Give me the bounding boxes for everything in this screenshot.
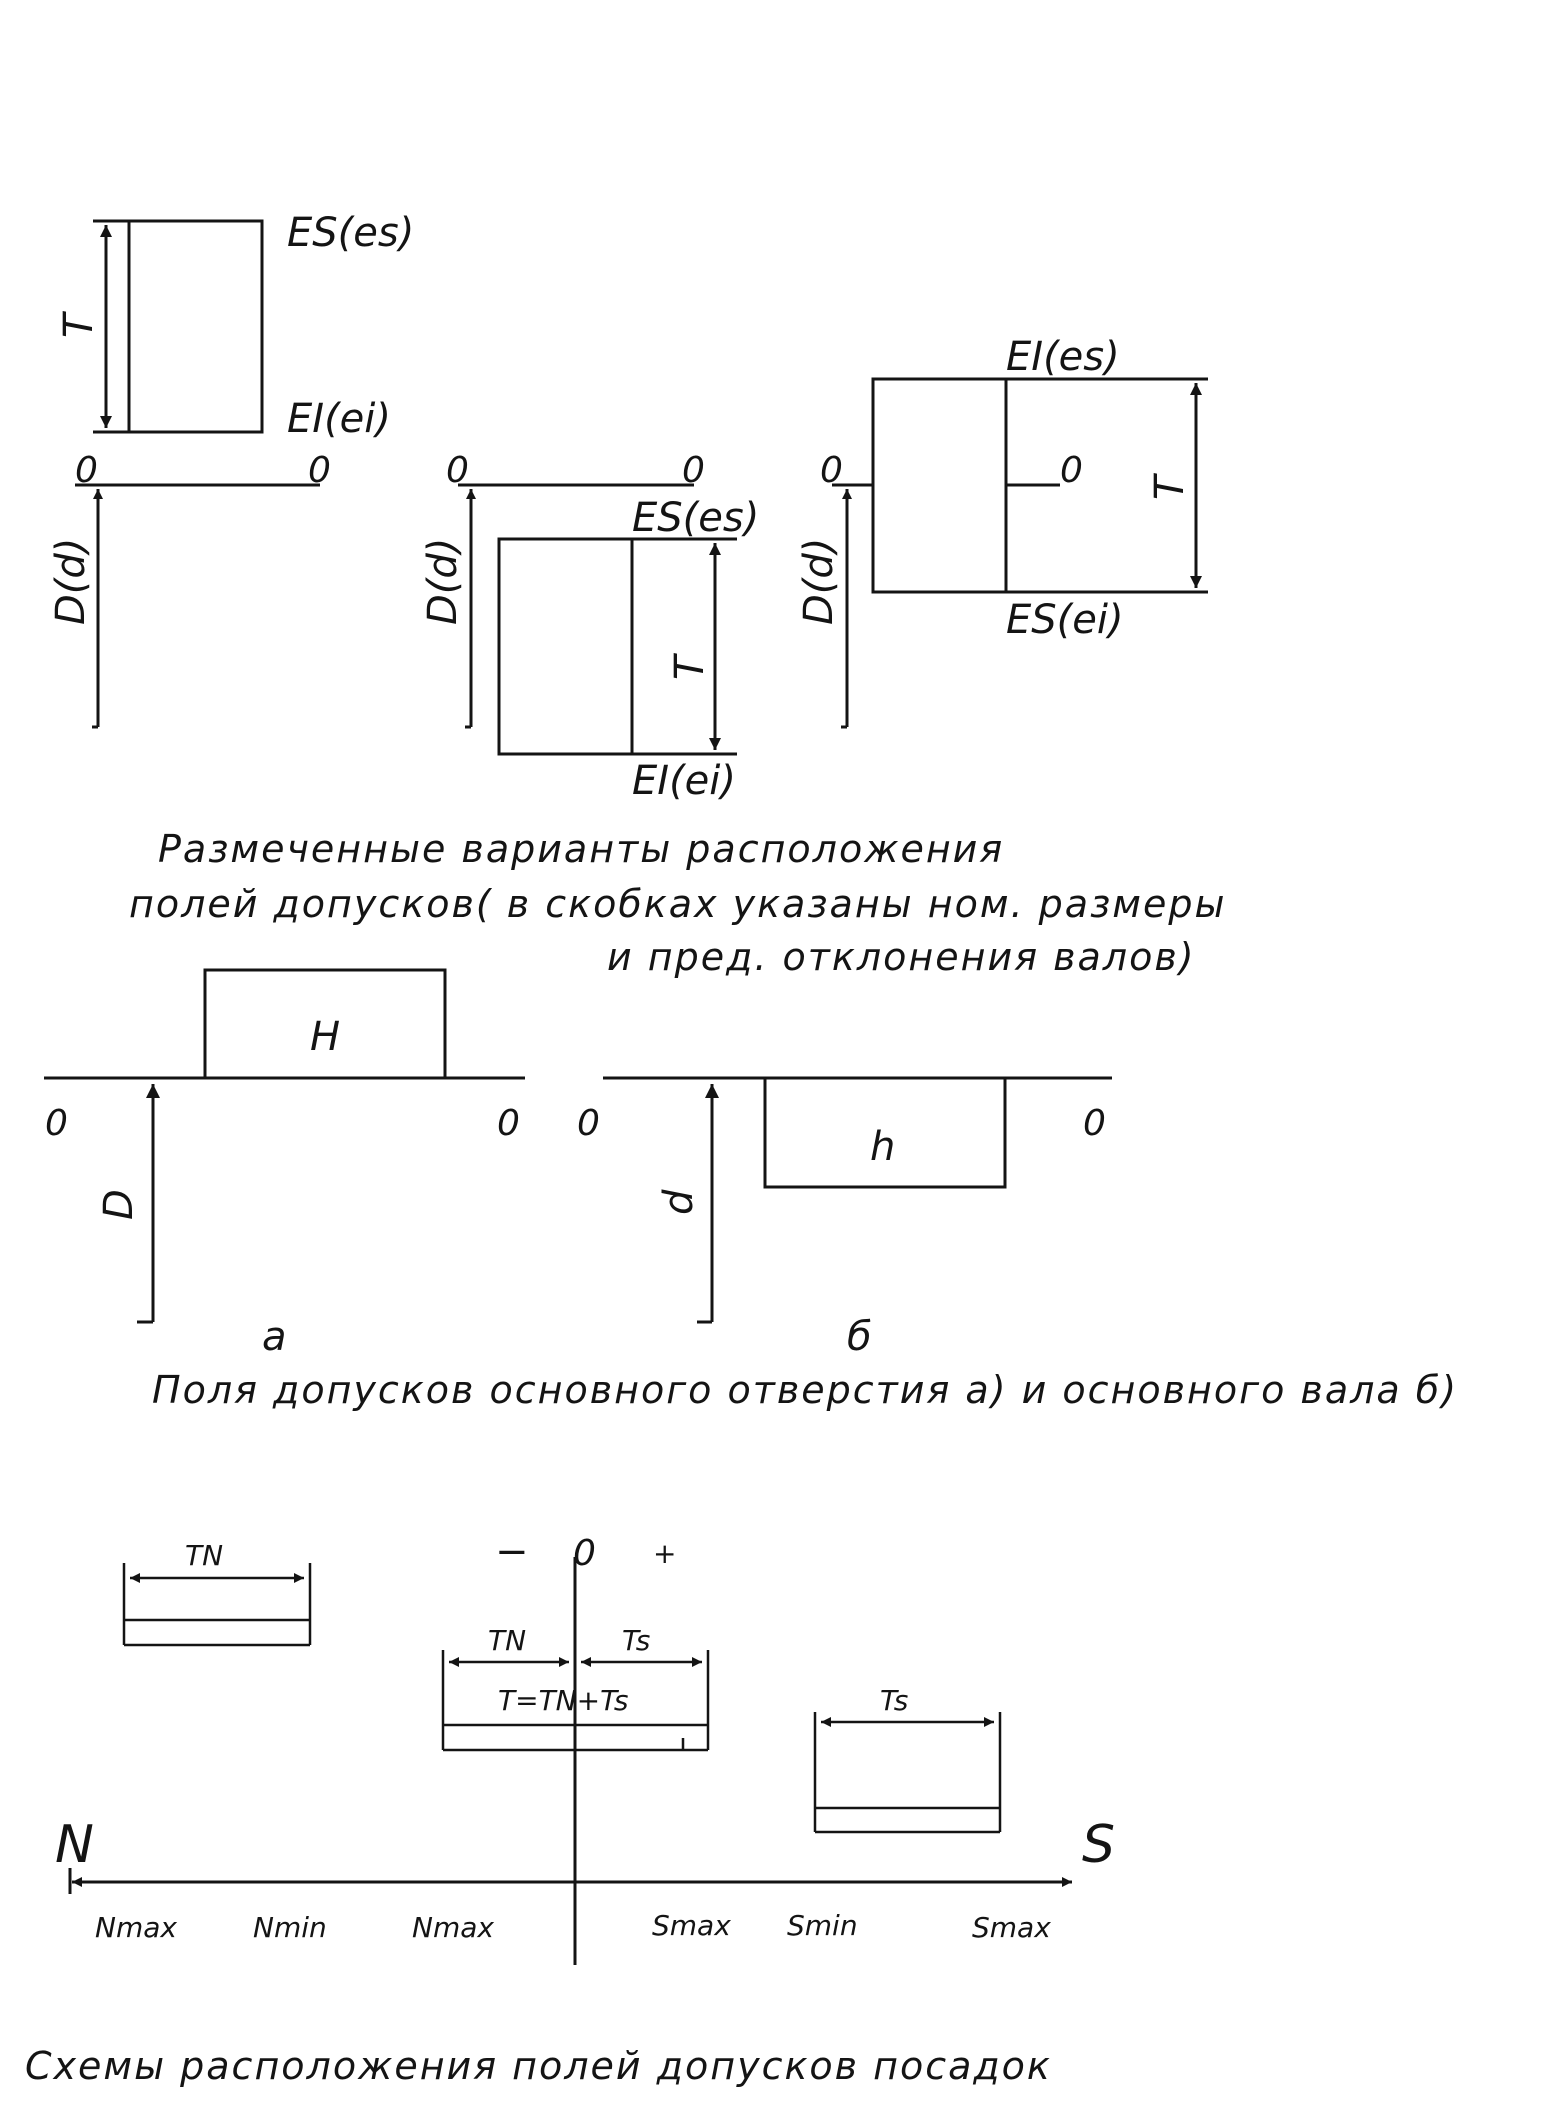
minus-sign: − xyxy=(495,1529,529,1575)
d-label: D xyxy=(96,1189,142,1220)
zero-label: 0 xyxy=(573,1533,596,1574)
basic-shaft-diagram: h 0 0 d б xyxy=(577,1076,1112,1360)
ei-label: EI(ei) xyxy=(632,758,736,804)
dd-label: D(d) xyxy=(796,538,842,625)
sub-label-a: a xyxy=(262,1314,287,1360)
figure-2-caption: Поля допусков основного отверстия а) и о… xyxy=(152,1368,1458,1412)
dd-label: D(d) xyxy=(420,538,466,625)
transition-field: TN Ts T=TN+Ts xyxy=(441,1624,710,1752)
es-label: ES(es) xyxy=(287,210,414,256)
figure-1-caption-line-2: полей допусков( в скобках указаны ном. р… xyxy=(129,882,1226,926)
tn-label: TN xyxy=(185,1539,223,1572)
figure-1-variants: T ES(es) EI(ei) 0 0 D(d) 0 0 D(d) T ES(e… xyxy=(48,210,1226,979)
es-label: EI(es) xyxy=(1006,334,1120,380)
zero-label: 0 xyxy=(75,450,98,491)
figure-3-fit-schemes: 0 − + TN TN Ts T=TN+Ts xyxy=(25,1529,1115,2088)
smax-label: Smax xyxy=(652,1909,731,1942)
shaft-tolerance-field xyxy=(763,1076,1007,1189)
nmax-label: Nmax xyxy=(95,1911,177,1944)
clearance-field: Ts xyxy=(813,1684,1002,1834)
plus-sign: + xyxy=(653,1537,676,1570)
zero-label: 0 xyxy=(308,450,331,491)
basic-hole-diagram: H 0 0 D a xyxy=(44,968,525,1360)
shaft-field-label: h xyxy=(870,1124,895,1170)
n-label: N xyxy=(55,1815,94,1875)
ei-label: EI(ei) xyxy=(287,396,391,442)
smax-label: Smax xyxy=(972,1911,1051,1944)
hole-field-label: H xyxy=(310,1014,340,1060)
figure-1-caption-line-3: и пред. отклонения валов) xyxy=(607,935,1196,979)
variant-1: T ES(es) EI(ei) 0 0 D(d) xyxy=(48,210,414,729)
sub-label-b: б xyxy=(847,1314,872,1360)
d-label: d xyxy=(656,1189,702,1215)
zero-label: 0 xyxy=(820,450,843,491)
tolerance-field-box xyxy=(871,377,1008,594)
tolerance-field-box xyxy=(127,219,264,434)
formula-label: T=TN+Ts xyxy=(498,1684,628,1717)
variant-3: 0 D(d) 0 T EI(es) ES(ei) xyxy=(796,334,1208,729)
zero-label: 0 xyxy=(497,1103,520,1144)
zero-label: 0 xyxy=(1083,1103,1106,1144)
tolerance-field-box xyxy=(497,537,634,756)
ts-label: Ts xyxy=(880,1684,908,1717)
variant-2: 0 0 D(d) T ES(es) EI(ei) xyxy=(420,450,759,804)
smin-label: Smin xyxy=(787,1909,858,1942)
dd-label: D(d) xyxy=(48,538,94,625)
tn-label: TN xyxy=(488,1624,526,1657)
zero-label: 0 xyxy=(446,450,469,491)
hole-tolerance-field xyxy=(203,968,447,1080)
t-label: T xyxy=(1147,472,1193,500)
figure-3-caption: Схемы расположения полей допусков посадо… xyxy=(25,2044,1052,2088)
zero-label: 0 xyxy=(45,1103,68,1144)
nmax-label: Nmax xyxy=(412,1911,494,1944)
zero-label: 0 xyxy=(682,450,705,491)
es-label: ES(es) xyxy=(632,495,759,541)
ei-label: ES(ei) xyxy=(1006,597,1124,643)
zero-label: 0 xyxy=(577,1103,600,1144)
figure-2-basic-fields: H 0 0 D a h 0 0 d б Поля допусков основн… xyxy=(44,968,1458,1412)
ts-label: Ts xyxy=(622,1624,650,1657)
zero-label: 0 xyxy=(1060,450,1083,491)
figure-1-caption-line-1: Размеченные варианты расположения xyxy=(158,827,1004,871)
s-label: S xyxy=(1082,1815,1115,1875)
interference-field: TN xyxy=(122,1539,312,1647)
nmin-label: Nmin xyxy=(253,1911,327,1944)
t-label: T xyxy=(667,652,713,680)
t-label: T xyxy=(56,310,102,338)
